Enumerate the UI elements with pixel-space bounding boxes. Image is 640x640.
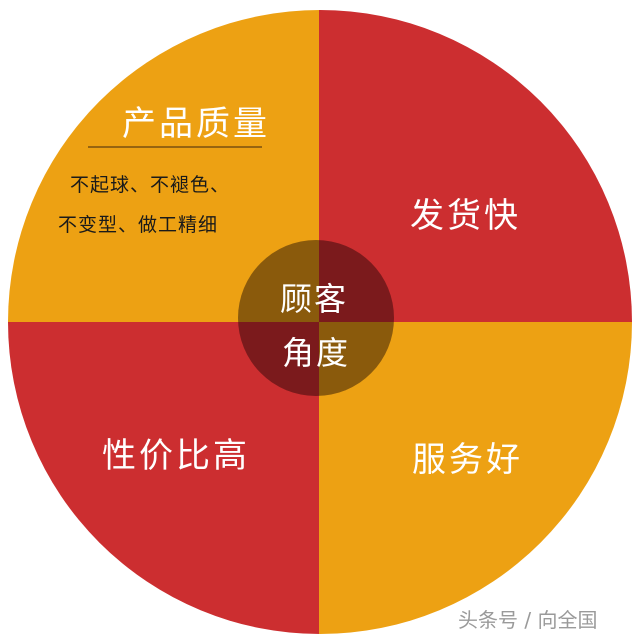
quadrant-title-value-for-money: 性价比高: [102, 436, 250, 476]
center-label-line2: 角度: [282, 334, 351, 372]
center-circle: [238, 240, 394, 396]
quadrant-subtext-line1: 不起球、不褪色、: [70, 174, 231, 196]
quadrant-title-good-service: 服务好: [412, 440, 523, 480]
watermark: 头条号 / 向全国: [458, 608, 598, 632]
center-label-line1: 顾客: [280, 280, 349, 318]
quadrant-subtext-line2: 不变型、做工精细: [58, 214, 219, 236]
quadrant-title-fast-shipping: 发货快: [410, 196, 521, 236]
quadrant-title-product-quality: 产品质量: [122, 104, 270, 144]
